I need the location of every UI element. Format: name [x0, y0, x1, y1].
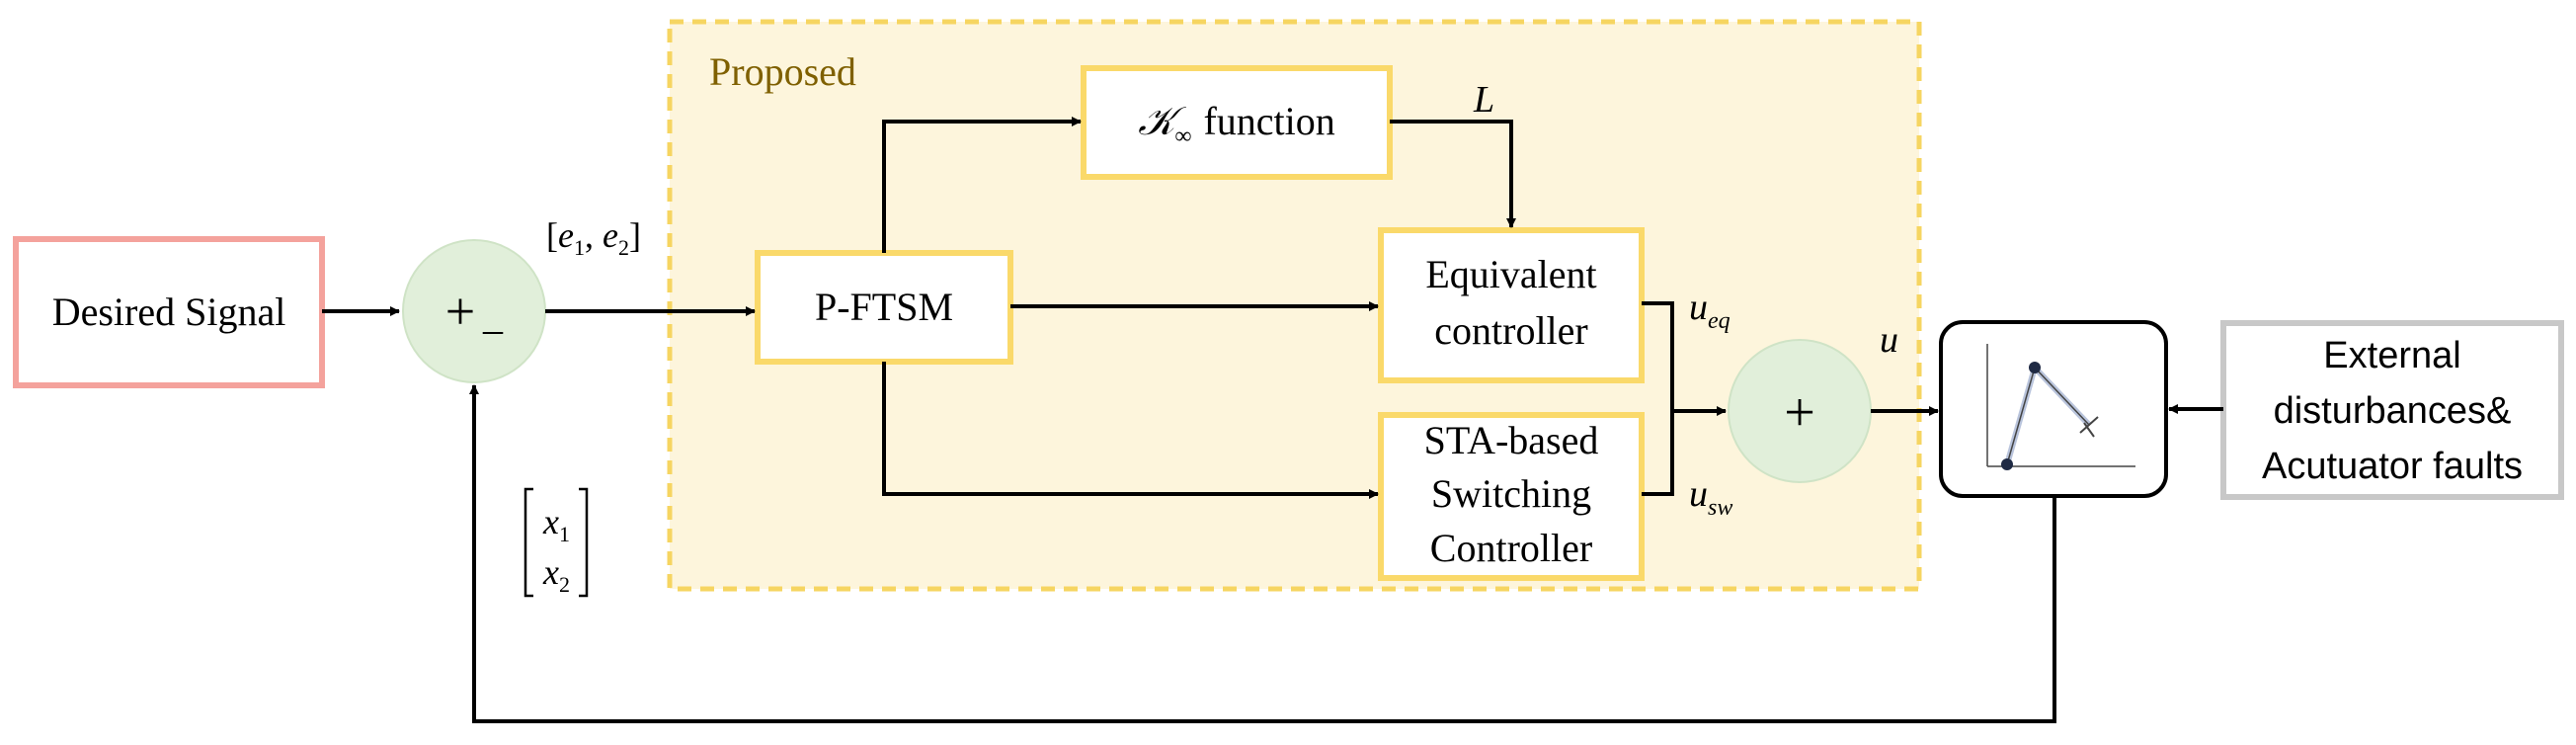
state-left-bracket	[523, 487, 533, 598]
arrow-feedback	[469, 384, 2056, 723]
e2-subscript: 2	[618, 235, 629, 260]
signal-L-label: L	[1473, 79, 1494, 121]
connections	[322, 117, 2223, 723]
pftsm-block	[755, 250, 1013, 365]
pftsm-label: P-FTSM	[815, 285, 953, 329]
summer-plus-sign: +	[445, 282, 475, 341]
signal-u-eq-label: ueq	[1689, 287, 1731, 334]
e2-symbol: e	[603, 215, 618, 255]
x2-subscript: 2	[559, 572, 570, 597]
signal-u-sw-label: usw	[1689, 473, 1732, 521]
x2-symbol: x	[542, 552, 559, 592]
arrow-pftsm-to-sta	[882, 362, 1379, 499]
equivalent-controller-line2: controller	[1434, 308, 1588, 353]
error-separator: ,	[585, 215, 603, 255]
state-right-bracket	[579, 487, 589, 598]
e1-subscript: 1	[574, 235, 585, 260]
plant-block	[1939, 320, 2168, 498]
line-equivalent-out	[1642, 301, 1674, 411]
error-open-bracket: [	[546, 215, 558, 255]
state-x2: x2	[542, 552, 570, 597]
desired-signal-block	[13, 236, 325, 388]
two-link-manipulator-icon	[1986, 344, 2135, 470]
u-eq-symbol: u	[1689, 287, 1708, 328]
state-x1: x1	[542, 502, 570, 546]
proposed-label: Proposed	[709, 49, 856, 94]
sta-controller-line1: STA-based	[1424, 418, 1599, 462]
sta-controller-line2: Switching	[1431, 471, 1591, 516]
x1-subscript: 1	[559, 522, 570, 546]
error-close-bracket: ]	[629, 215, 641, 255]
sta-switching-controller-block	[1378, 412, 1645, 581]
external-disturbances-line1: External	[2323, 335, 2460, 376]
line-sta-out	[1642, 411, 1674, 496]
kinf-subscript: ∞	[1174, 124, 1191, 149]
u-sw-subscript: sw	[1708, 495, 1732, 521]
external-disturbances-line2: disturbances&	[2274, 390, 2512, 432]
desired-signal-label: Desired Signal	[52, 290, 286, 334]
signal-u-label: u	[1880, 319, 1898, 361]
external-disturbances-line3: Acutuator faults	[2262, 446, 2523, 487]
kinf-function-label: 𝒦∞function	[1138, 99, 1335, 149]
kinf-function-word: function	[1203, 99, 1334, 143]
output-summer-plus-sign: +	[1784, 382, 1815, 444]
equivalent-controller-line1: Equivalent	[1425, 252, 1596, 296]
kinf-function-block	[1081, 65, 1393, 180]
equivalent-controller-block	[1378, 227, 1645, 383]
x1-symbol: x	[542, 502, 559, 541]
u-sw-symbol: u	[1689, 473, 1708, 515]
summer-minus-sign: _	[482, 293, 504, 338]
u-eq-subscript: eq	[1708, 308, 1731, 334]
error-vector-label: [e1, e2]	[546, 215, 641, 260]
e1-symbol: e	[558, 215, 574, 255]
arrow-pftsm-to-kinf	[882, 117, 1082, 253]
sta-controller-line3: Controller	[1430, 526, 1592, 570]
arrow-kinf-to-equivalent	[1390, 120, 1516, 228]
state-vector-label: x1 x2	[523, 487, 589, 598]
